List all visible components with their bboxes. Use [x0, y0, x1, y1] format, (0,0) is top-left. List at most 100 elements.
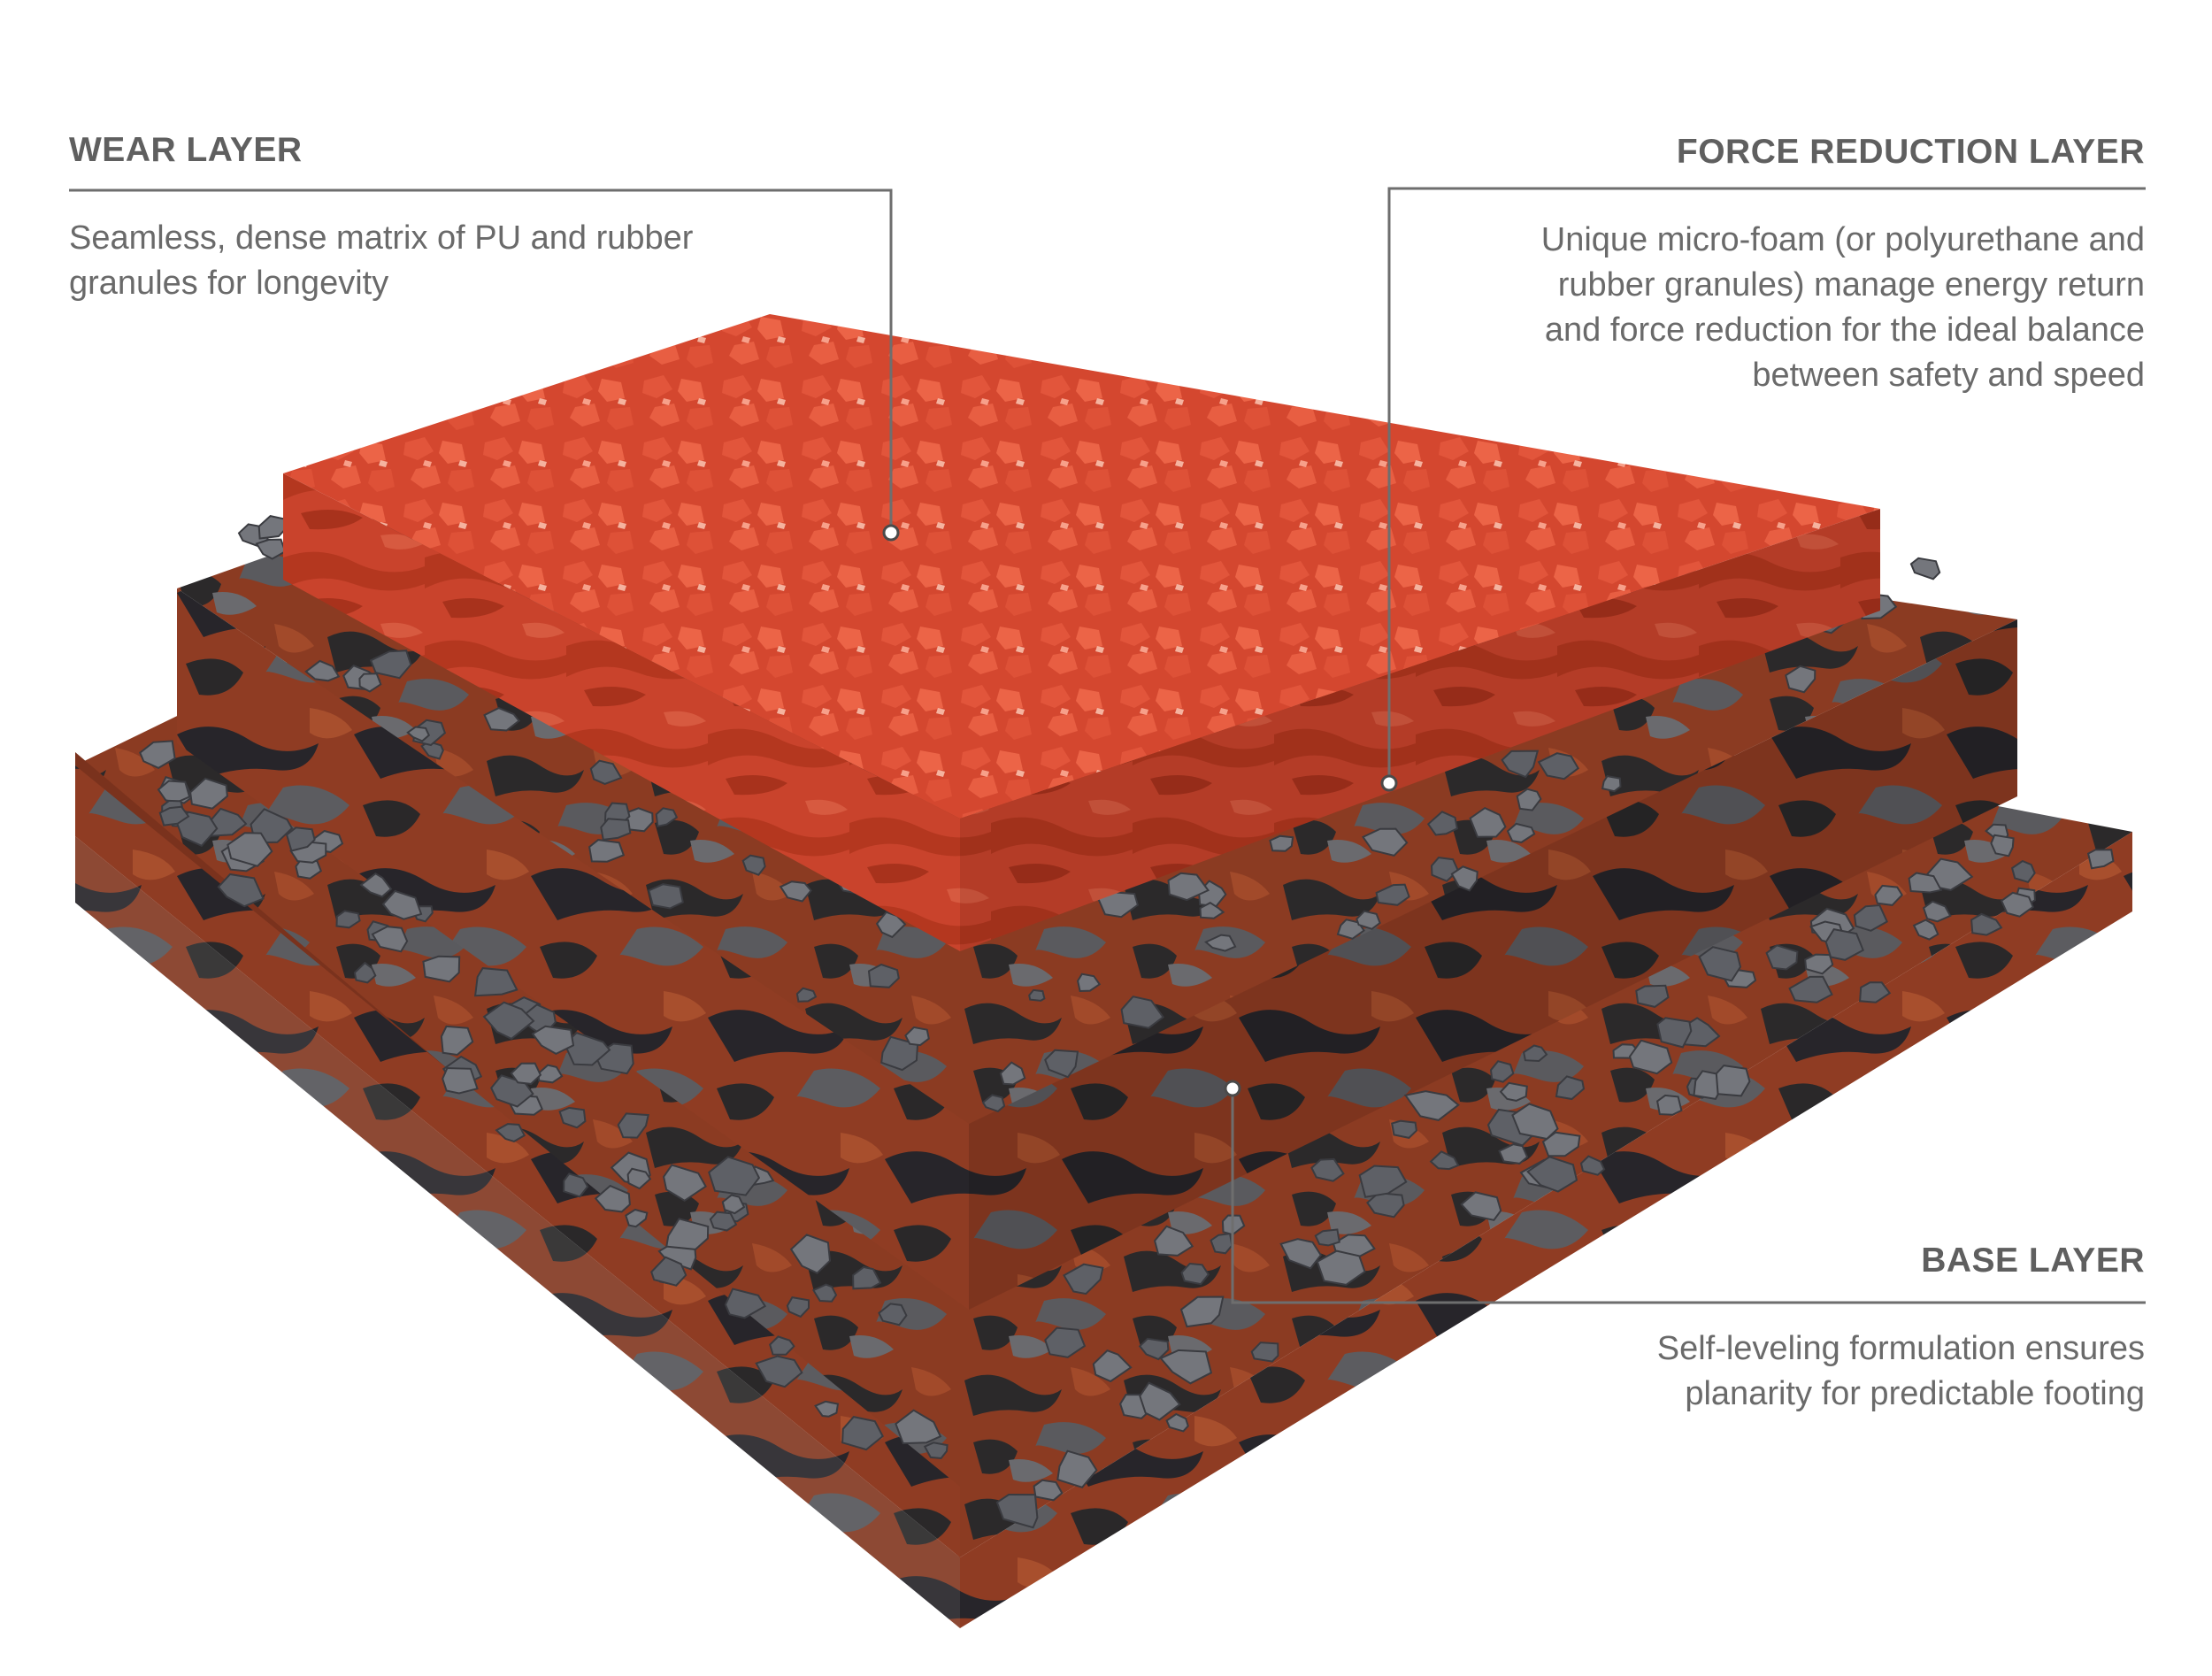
granule [1314, 1228, 1340, 1247]
granule [1199, 902, 1225, 919]
granule [1522, 1044, 1548, 1063]
granule [420, 741, 444, 760]
granule [1788, 975, 1833, 1003]
granule [1785, 665, 1816, 694]
granule [1154, 1225, 1194, 1257]
granule [1279, 1238, 1323, 1270]
granule [1853, 903, 1888, 932]
granule [626, 1167, 652, 1190]
granule [1489, 1060, 1515, 1083]
base-leader-line [1231, 1088, 2146, 1304]
leader-dots [882, 524, 1398, 1097]
granule [558, 1106, 587, 1129]
granule [724, 1288, 767, 1319]
force-reduction-layer-description: Unique micro-foam (or polyurethane and r… [1327, 218, 2145, 398]
granule [1180, 1262, 1210, 1286]
granule [1139, 1381, 1181, 1421]
granule [1362, 827, 1409, 857]
granule [353, 961, 377, 984]
granule [1426, 811, 1459, 836]
granule [189, 777, 228, 810]
granule [755, 1355, 803, 1388]
granule [304, 659, 341, 682]
granule [440, 1025, 474, 1057]
granule [1358, 1165, 1408, 1198]
granule [811, 1283, 838, 1303]
granule [588, 839, 626, 863]
granule [257, 515, 289, 540]
granule [406, 726, 431, 742]
granule [495, 1123, 526, 1142]
granule [1909, 557, 1941, 580]
granule [1601, 775, 1622, 793]
granule [1356, 910, 1381, 930]
granule [1159, 1349, 1213, 1385]
granule [1044, 1326, 1087, 1358]
granule [1077, 973, 1102, 993]
granule [1511, 1103, 1559, 1141]
granule [786, 1295, 810, 1319]
granule [139, 740, 176, 770]
granule [335, 910, 361, 929]
granule [358, 673, 382, 693]
granule [665, 1218, 710, 1250]
granule [1501, 750, 1540, 779]
granule [617, 1112, 649, 1139]
granule [625, 1208, 649, 1228]
granule [1765, 944, 1799, 971]
granule [1138, 1337, 1170, 1361]
wear-layer-slab [283, 314, 1880, 951]
granule [655, 807, 679, 828]
granule [878, 1303, 908, 1326]
granule [1859, 981, 1892, 1003]
granule [904, 1026, 930, 1047]
granule [1204, 934, 1237, 952]
force-reduction-layer-title: FORCE REDUCTION LAYER [1676, 133, 2145, 171]
granule [1912, 919, 1939, 941]
granule [663, 1164, 707, 1202]
force-reduction-description-line: Unique micro-foam (or polyurethane and [1540, 221, 2145, 258]
granule [1375, 883, 1410, 906]
granule [1506, 822, 1536, 843]
granule [1499, 1081, 1528, 1102]
granule [1541, 1131, 1581, 1157]
granule [1120, 996, 1164, 1029]
granule [1555, 1075, 1586, 1101]
wear-layer-description-line: Seamless, dense matrix of PU and rubber [69, 219, 694, 257]
granule [2086, 849, 2115, 870]
force-reduction-description-line: rubber granules) manage energy return [1557, 266, 2145, 304]
granule [1656, 1094, 1683, 1116]
granule [1167, 872, 1210, 902]
granule [1430, 857, 1460, 882]
granule [1063, 1263, 1104, 1295]
granule [1429, 1150, 1460, 1171]
granule [814, 1400, 840, 1418]
wear-leader-dot [882, 524, 900, 542]
granule [981, 1094, 1006, 1113]
granule [359, 872, 393, 898]
granule [650, 1256, 687, 1287]
granule [841, 1416, 884, 1451]
base-layer-title: BASE LAYER [1921, 1242, 2145, 1280]
granule [482, 1001, 535, 1041]
granule [1715, 1065, 1751, 1097]
granule [1033, 1479, 1064, 1502]
granule [923, 1442, 949, 1460]
granule [1450, 865, 1479, 892]
granule [1926, 857, 1974, 891]
wear-layer-description-line: granules for longevity [69, 265, 389, 302]
wear-leader-line [69, 188, 893, 533]
granule [779, 880, 812, 903]
granule [1579, 1155, 1606, 1176]
granule [769, 1335, 795, 1356]
granule [371, 926, 409, 953]
granule [1250, 1342, 1279, 1363]
base-layer-description-line: Self-leveling formulation ensures [1656, 1330, 2145, 1367]
granule [2000, 891, 2034, 918]
granule [2010, 859, 2036, 883]
force-leader-line [1387, 187, 2146, 783]
granule [789, 1234, 832, 1274]
base-leader-dot [1224, 1080, 1241, 1097]
granule [852, 1265, 882, 1290]
